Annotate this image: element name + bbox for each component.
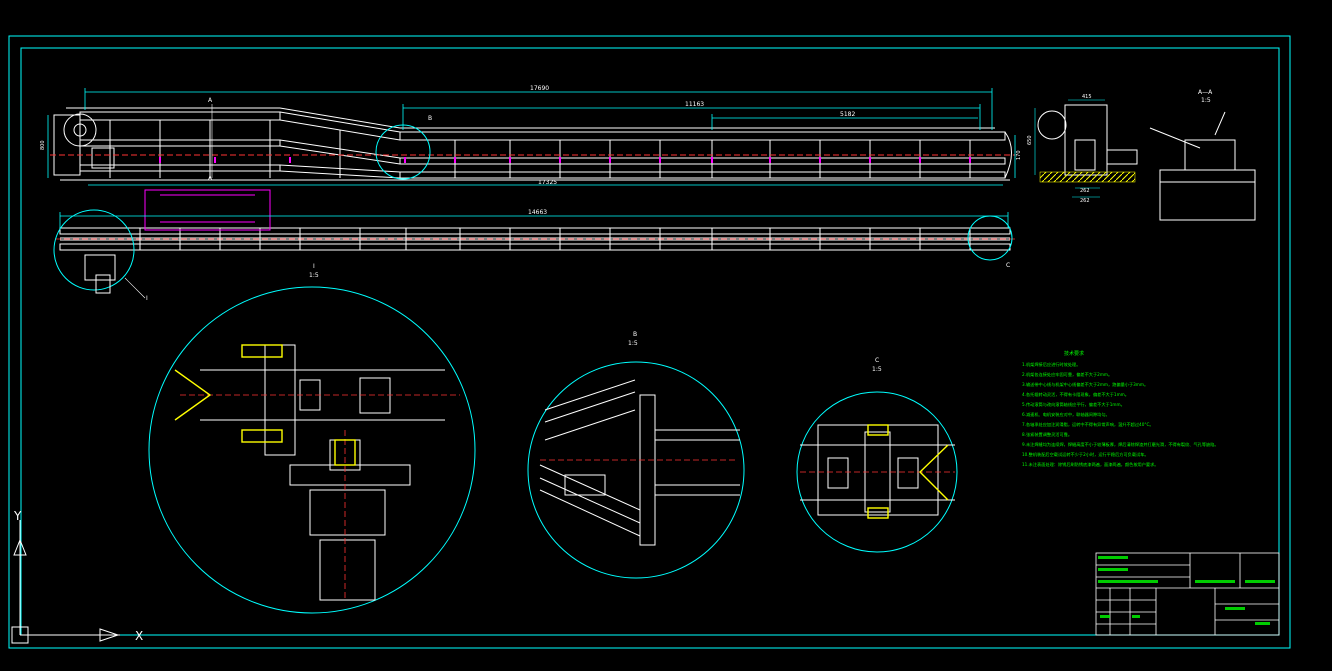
elevation-view (53, 107, 1012, 181)
plan-drive (84, 254, 116, 281)
section-view-scale: 1:5 (1201, 97, 1211, 104)
detail-b-marker (375, 124, 431, 180)
detail-3-scale: 1:5 (872, 366, 882, 373)
outer-frame (8, 35, 1291, 649)
elevation-mark (659, 157, 661, 163)
side-view (1037, 104, 1138, 176)
plan-cross-members (139, 228, 971, 250)
note-line: 10.整机装配后空载试运转不少于2小时，运行平稳后方可负载试车。 (1022, 451, 1149, 458)
elevation-mark (404, 157, 406, 163)
plan-motor (95, 274, 111, 294)
title-block (1095, 552, 1280, 636)
elevation-mark (159, 157, 161, 163)
detail-2-scale: 1:5 (628, 340, 638, 347)
ucs-x: X (135, 629, 143, 643)
section-a-bottom: A (208, 175, 213, 182)
elevation-mark (609, 157, 611, 163)
elevation-mark (869, 157, 871, 163)
detail-c-tag: C (1006, 262, 1010, 269)
drive-pulley-hub (73, 123, 87, 137)
elevation-dimensions (47, 88, 1016, 186)
plan-highlight (144, 189, 271, 231)
ucs-y: Y (13, 509, 22, 523)
drive-motor (91, 147, 115, 169)
detail-1-yellow (174, 344, 356, 466)
side-foundation (1039, 171, 1136, 183)
detail-1-label: I (313, 263, 315, 270)
detail-3-label: C (875, 357, 879, 364)
note-line: 7.各轴承处应加注润滑脂，运转中不得有异常声响，温升不超过40°C。 (1022, 421, 1154, 428)
note-line: 1.机架焊接后应进行时效处理。 (1022, 361, 1080, 368)
elevation-mark (509, 157, 511, 163)
detail-i-marker (53, 209, 135, 291)
elevation-mark (289, 157, 291, 163)
detail-2-circle (527, 361, 745, 579)
drive-pulley (63, 113, 97, 147)
dim-plan: 14663 (528, 209, 547, 216)
dim-middle: 11163 (685, 101, 704, 108)
side-dims (1034, 99, 1105, 198)
elevation-mark (919, 157, 921, 163)
elevation-mark (454, 157, 456, 163)
detail-2-label: B (633, 331, 637, 338)
dim-bottom: 17325 (538, 179, 557, 186)
detail-1-circle (148, 286, 476, 614)
detail-3-yellow (867, 424, 949, 519)
elevation-mark (559, 157, 561, 163)
section-a-view (1149, 111, 1256, 221)
side-dim-b2: 262 (1080, 198, 1090, 204)
elevation-mark (214, 157, 216, 163)
side-dim-top: 415 (1082, 94, 1092, 100)
section-a-top: A (208, 97, 213, 104)
detail-b-tag: B (428, 115, 432, 122)
dim-right-height: 170 (1016, 150, 1022, 160)
detail-3-circle (796, 391, 958, 553)
elevation-marks (159, 157, 971, 163)
ucs-icon (11, 520, 120, 644)
elevation-mark (711, 157, 713, 163)
detail-i-tag: I (146, 295, 148, 302)
note-line: 2.机架各连接处应牢固可靠，偏差不大于2mm。 (1022, 371, 1112, 378)
detail-1-drawing (200, 344, 445, 601)
detail-3-drawing (800, 424, 955, 516)
note-line: 6.减速机、电机安装应对中，联轴器间隙均匀。 (1022, 411, 1110, 418)
detail-i-leader (124, 277, 146, 299)
detail-c-marker (967, 215, 1013, 261)
elevation-posts (109, 120, 971, 178)
note-line: 9.未注焊缝均为连续焊，焊缝高度不小于较薄板厚，焊后清除焊渣并打磨光滑，不得有裂… (1022, 441, 1219, 448)
note-line: 8.张紧装置调整灵活可靠。 (1022, 431, 1072, 438)
note-line: 5.传动滚筒与改向滚筒轴线应平行，偏差不大于1mm。 (1022, 401, 1125, 408)
notes-title: 技术要求 (1064, 350, 1084, 357)
elevation-mark (969, 157, 971, 163)
dim-right: 5182 (840, 111, 855, 118)
notes-list: 1.机架焊接后应进行时效处理。 2.机架各连接处应牢固可靠，偏差不大于2mm。 3.… (1022, 361, 1219, 468)
dim-overall: 17690 (530, 85, 549, 92)
note-line: 11.未注表面处理：除锈后刷防锈底漆两遍，面漆两遍，颜色按用户要求。 (1022, 461, 1158, 468)
elevation-mark (769, 157, 771, 163)
detail-1-scale: 1:5 (309, 272, 319, 279)
section-view-label: A—A (1198, 89, 1213, 96)
note-line: 3.输送带中心线与机架中心线偏差不大于2mm，跑偏量小于3mm。 (1022, 381, 1148, 388)
side-dim-left: 650 (1027, 135, 1033, 145)
note-line: 4.各托辊转动灵活，不得有卡阻现象，偏差不大于1mm。 (1022, 391, 1129, 398)
side-dim-b1: 262 (1080, 188, 1090, 194)
title-block-fills (1098, 556, 1275, 625)
inner-frame (20, 47, 1280, 636)
detail-2-drawing (539, 379, 740, 546)
elevation-mark (819, 157, 821, 163)
dim-left-height: 800 (40, 140, 46, 150)
